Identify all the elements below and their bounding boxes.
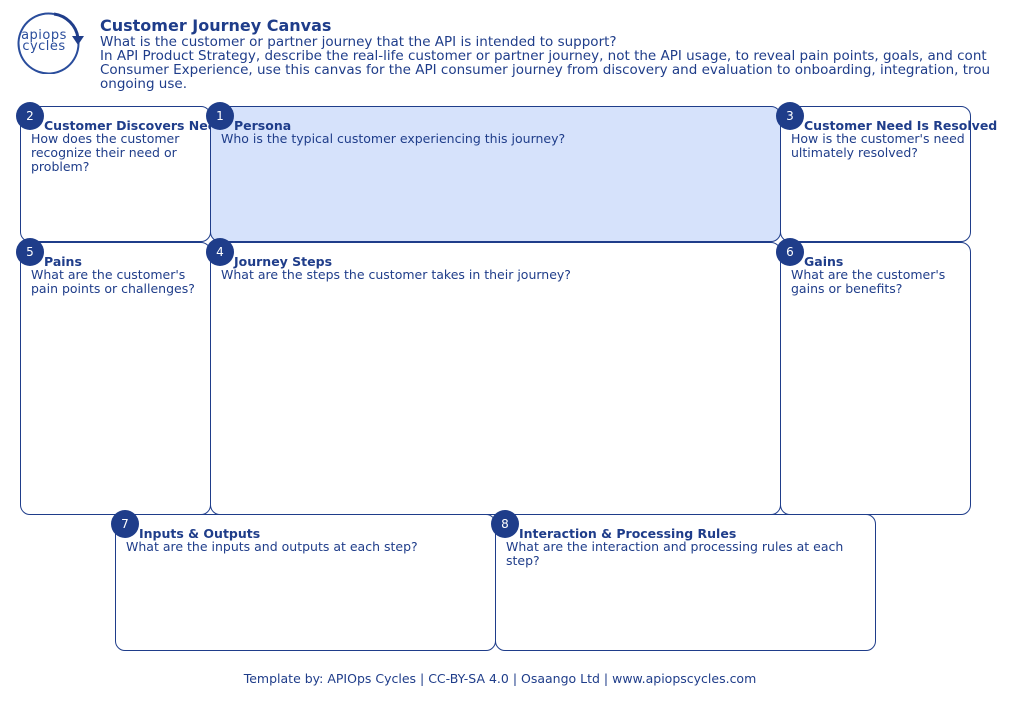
canvas-title: Customer Journey Canvas [100, 17, 332, 35]
persona-number-badge: 1 [206, 102, 234, 130]
logo-text-line2: cycles [22, 39, 66, 54]
customer-discovers-need-number-badge: 2 [16, 102, 44, 130]
canvas-subtitle: What is the customer or partner journey … [100, 34, 617, 50]
inputs-outputs-title: Inputs & Outputs [139, 526, 261, 541]
journey-steps-prompt: What are the steps the customer takes in… [221, 267, 571, 282]
inputs-outputs-box[interactable]: What are the inputs and outputs at each … [115, 514, 496, 651]
customer-need-resolved-number-badge: 3 [776, 102, 804, 130]
persona-prompt: Who is the typical customer experiencing… [221, 131, 566, 146]
canvas-description-line: In API Product Strategy, describe the re… [100, 48, 987, 64]
gains-title: Gains [804, 254, 844, 269]
interaction-rules-prompt: What are the interaction and processing … [506, 539, 844, 568]
customer-discovers-need-box[interactable]: How does the customer recognize their ne… [20, 106, 211, 242]
persona-title: Persona [234, 118, 292, 133]
persona-box[interactable]: Who is the typical customer experiencing… [210, 106, 781, 242]
gains-number-badge: 6 [776, 238, 804, 266]
interaction-rules-box[interactable]: What are the interaction and processing … [495, 514, 876, 651]
canvas-description-line: Consumer Experience, use this canvas for… [100, 62, 991, 78]
customer-discovers-need-prompt: How does the customer recognize their ne… [31, 131, 180, 174]
journey-steps-box[interactable]: What are the steps the customer takes in… [210, 242, 781, 515]
journey-steps-title: Journey Steps [234, 254, 333, 269]
inputs-outputs-number-badge: 7 [111, 510, 139, 538]
pains-number-badge: 5 [16, 238, 44, 266]
gains-box[interactable]: What are the customer's gains or benefit… [780, 242, 971, 515]
journey-steps-number-badge: 4 [206, 238, 234, 266]
pains-box[interactable]: What are the customer's pain points or c… [20, 242, 211, 515]
customer-need-resolved-title: Customer Need Is Resolved [804, 118, 998, 133]
pains-prompt: What are the customer's pain points or c… [31, 267, 195, 296]
customer-need-resolved-prompt: How is the customer's need ultimately re… [791, 131, 965, 160]
interaction-rules-title: Interaction & Processing Rules [519, 526, 737, 541]
pains-title: Pains [44, 254, 82, 269]
canvas-description-line: ongoing use. [100, 76, 187, 91]
logo-text-line1: apiops [21, 28, 67, 43]
interaction-rules-number-badge: 8 [491, 510, 519, 538]
apiops-cycles-logo: apiops cycles [14, 8, 84, 74]
logo-cycle-arrow-icon [17, 12, 84, 74]
customer-discovers-need-title: Customer Discovers Need [44, 119, 210, 133]
canvas-header: Customer Journey Canvas What is the cust… [100, 17, 1020, 91]
template-credit-footer: Template by: APIOps Cycles | CC-BY-SA 4.… [243, 671, 757, 686]
customer-need-resolved-box[interactable]: How is the customer's need ultimately re… [780, 106, 971, 242]
inputs-outputs-prompt: What are the inputs and outputs at each … [126, 539, 418, 554]
gains-prompt: What are the customer's gains or benefit… [791, 267, 946, 296]
